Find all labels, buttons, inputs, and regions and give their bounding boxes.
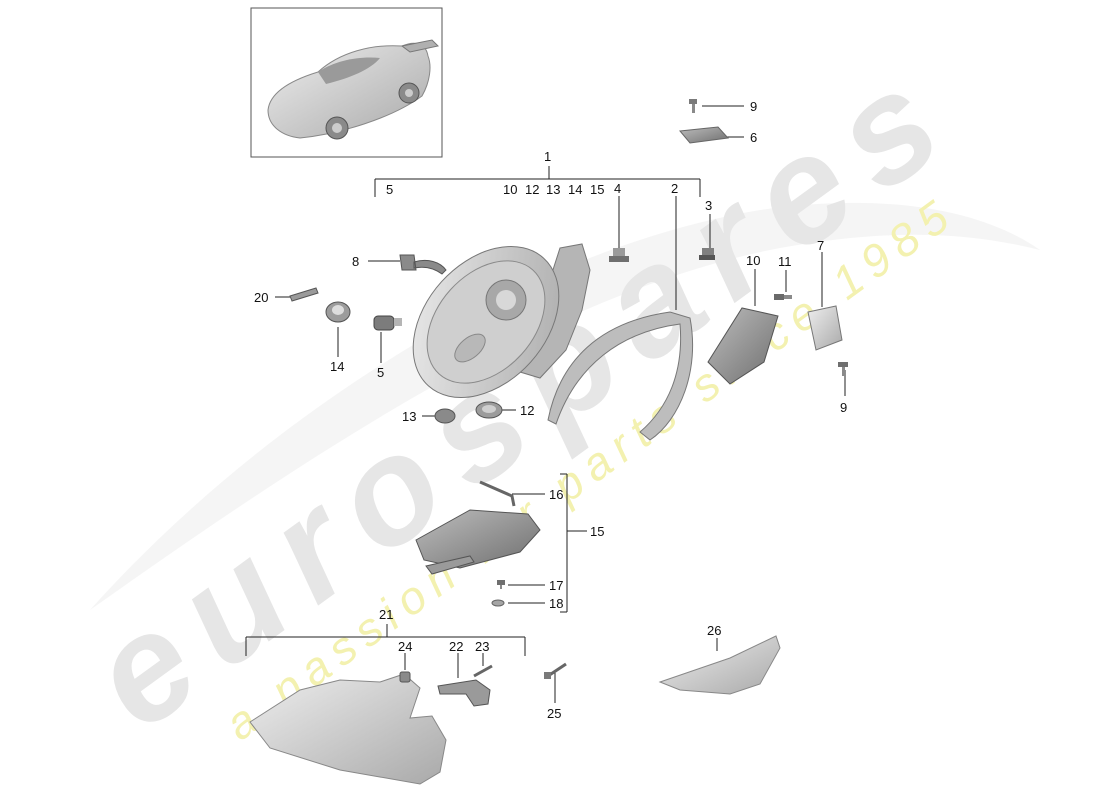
- screw-part-23: [473, 664, 493, 678]
- callout-13-header[interactable]: 13: [546, 182, 561, 197]
- screw-part-9-right: [838, 362, 848, 376]
- callout-9-right[interactable]: 9: [840, 400, 848, 415]
- rod-part-16: [479, 480, 516, 507]
- socket-part-14: [325, 301, 351, 323]
- callout-23[interactable]: 23: [475, 639, 490, 654]
- callout-14[interactable]: 14: [330, 359, 345, 374]
- callout-5[interactable]: 5: [377, 365, 385, 380]
- grommet-part-18: [491, 599, 505, 607]
- ballast-part-7: [807, 305, 843, 351]
- callout-6[interactable]: 6: [750, 130, 758, 145]
- callout-26[interactable]: 26: [707, 623, 722, 638]
- callout-25[interactable]: 25: [547, 706, 562, 721]
- callout-12[interactable]: 12: [520, 403, 535, 418]
- callout-10[interactable]: 10: [746, 253, 761, 268]
- callout-16[interactable]: 16: [549, 487, 564, 502]
- callout-13[interactable]: 13: [402, 409, 417, 424]
- callout-15-header[interactable]: 15: [590, 182, 605, 197]
- screw-part-17: [497, 580, 505, 589]
- callout-14-header[interactable]: 14: [568, 182, 583, 197]
- callout-22[interactable]: 22: [449, 639, 464, 654]
- callout-17[interactable]: 17: [549, 578, 564, 593]
- actuator-part-22: [437, 679, 491, 707]
- control-unit-part-10: [707, 307, 779, 385]
- cover-part-12: [475, 401, 503, 419]
- control-module-part-6: [679, 126, 730, 144]
- callout-8[interactable]: 8: [352, 254, 360, 269]
- car-thumbnail: [250, 7, 443, 158]
- clip-part-3: [699, 248, 715, 260]
- callout-3[interactable]: 3: [705, 198, 713, 213]
- connector-part-8: [399, 254, 447, 275]
- callout-9-top[interactable]: 9: [750, 99, 758, 114]
- watermark-brand: eurospares: [60, 37, 968, 761]
- bulb-part-4: [609, 248, 629, 262]
- callout-18[interactable]: 18: [549, 596, 564, 611]
- callout-1[interactable]: 1: [544, 149, 552, 164]
- headlight-assembly-part-1: [412, 243, 591, 398]
- callout-20[interactable]: 20: [254, 290, 269, 305]
- callout-4[interactable]: 4: [614, 181, 622, 196]
- bolt-part-25: [544, 662, 567, 679]
- bulb-part-5: [373, 315, 402, 331]
- callout-11[interactable]: 11: [778, 254, 792, 269]
- nut-part-24: [399, 671, 411, 683]
- strip-part-20: [289, 287, 319, 302]
- leader-lines: [245, 105, 846, 703]
- callout-2[interactable]: 2: [671, 181, 679, 196]
- screw-part-11: [774, 294, 792, 300]
- callout-7[interactable]: 7: [817, 238, 825, 253]
- adjuster-part-15: [415, 509, 541, 569]
- cap-part-13: [434, 408, 456, 424]
- seal-part-2: [547, 311, 694, 441]
- housing-part-21: [249, 673, 447, 785]
- watermark: eurospares a passion for parts since 198…: [60, 37, 968, 761]
- callout-10-header[interactable]: 10: [503, 182, 518, 197]
- side-marker-part-26: [658, 635, 781, 695]
- callout-21[interactable]: 21: [379, 607, 394, 622]
- callout-24[interactable]: 24: [398, 639, 413, 654]
- callout-5-header[interactable]: 5: [386, 182, 394, 197]
- callout-12-header[interactable]: 12: [525, 182, 540, 197]
- screw-part-9-top: [689, 99, 697, 113]
- callout-15[interactable]: 15: [590, 524, 605, 539]
